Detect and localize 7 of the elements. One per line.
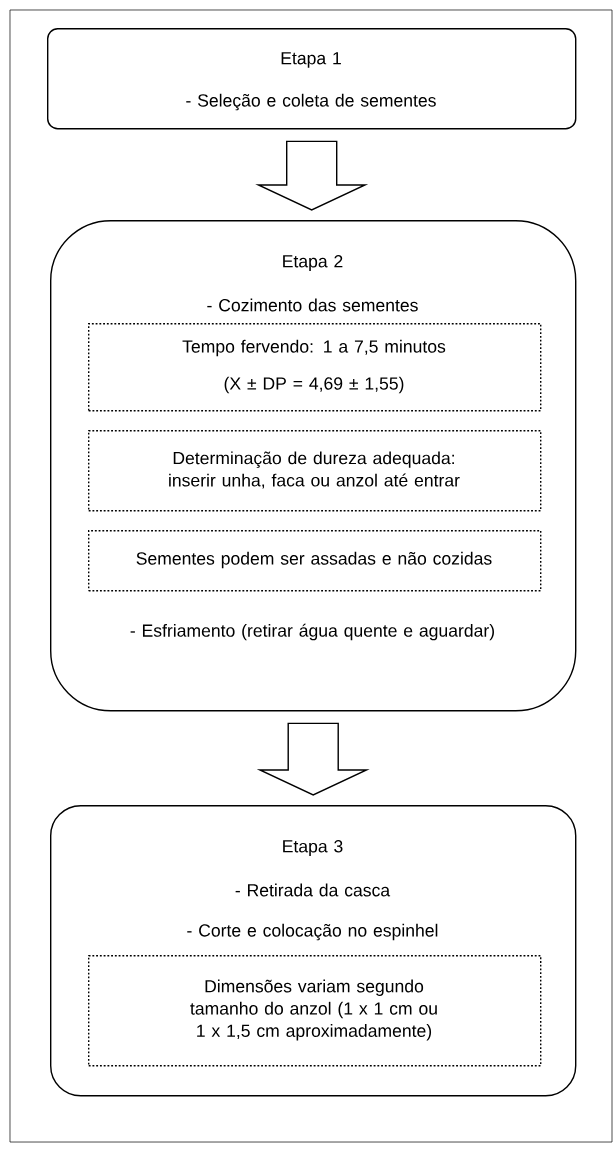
stage-box: Etapa 1 - Seleção e coleta de sementes (47, 28, 577, 130)
note-box: Dimensões variam segundo tamanho do anzol (1 x 1 cm ou 1 x 1,5 cm aproximadamente) (88, 955, 542, 1067)
block-arrow (255, 140, 369, 211)
note-box: Tempo fervendo: 1 a 7,5 minutos (X ± DP = 4,69 ± 1,55) (88, 323, 542, 412)
note-box: Determinação de dureza adequada: inserir unha, faca ou anzol até entrar (88, 430, 542, 512)
note-box: Sementes podem ser assadas e não cozidas (88, 530, 542, 592)
block-arrow (256, 722, 370, 796)
